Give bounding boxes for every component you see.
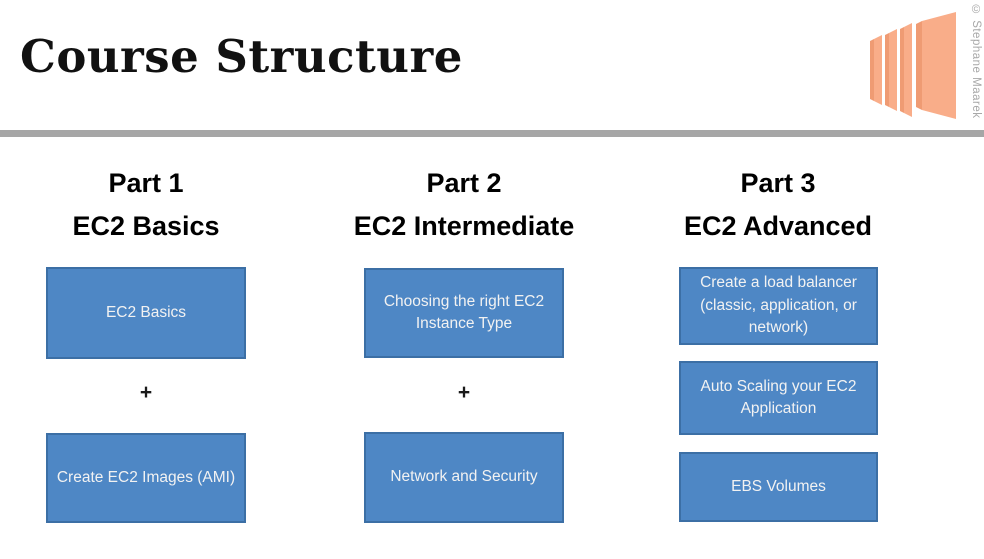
part-label: Part 3 bbox=[740, 168, 816, 198]
topic-box-load-balancer: Create a load balancer (classic, applica… bbox=[679, 267, 878, 345]
part-subtitle: EC2 Intermediate bbox=[353, 211, 575, 241]
topic-box-ebs-volumes: EBS Volumes bbox=[679, 452, 878, 522]
part-label: Part 2 bbox=[426, 168, 502, 198]
topic-box-network-security: Network and Security bbox=[364, 432, 564, 523]
plus-separator: + bbox=[139, 381, 153, 404]
column-header-part2: Part 2 EC2 Intermediate bbox=[324, 162, 604, 248]
topic-box-create-ec2-images: Create EC2 Images (AMI) bbox=[46, 433, 246, 523]
part-subtitle: EC2 Advanced bbox=[683, 211, 873, 241]
topic-box-instance-type: Choosing the right EC2 Instance Type bbox=[364, 268, 564, 358]
title-divider bbox=[0, 130, 984, 137]
part-label: Part 1 bbox=[108, 168, 184, 198]
copyright-text: © Stephane Maarek bbox=[970, 4, 982, 119]
part-subtitle: EC2 Basics bbox=[72, 211, 220, 241]
plus-separator: + bbox=[457, 381, 471, 404]
page-title: Course Structure bbox=[20, 30, 463, 83]
column-header-part1: Part 1 EC2 Basics bbox=[6, 162, 286, 248]
topic-box-auto-scaling: Auto Scaling your EC2 Application bbox=[679, 361, 878, 435]
ec2-icon bbox=[870, 12, 956, 119]
topic-box-ec2-basics: EC2 Basics bbox=[46, 267, 246, 359]
column-header-part3: Part 3 EC2 Advanced bbox=[638, 162, 918, 248]
